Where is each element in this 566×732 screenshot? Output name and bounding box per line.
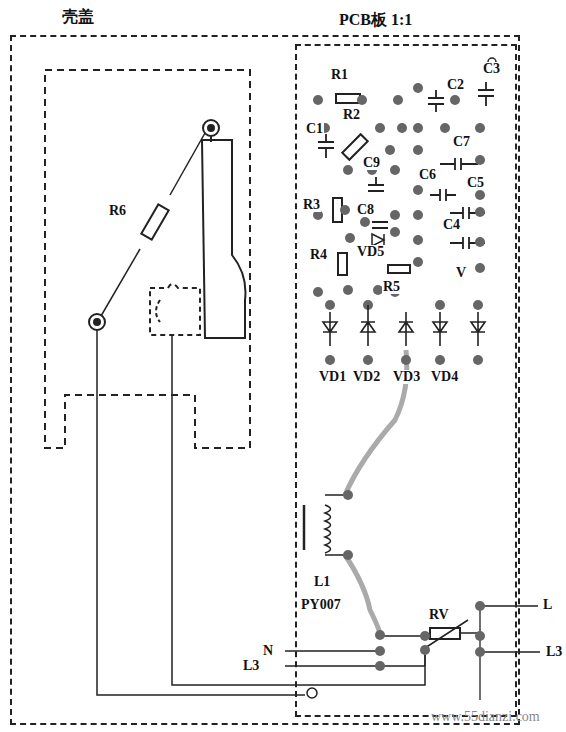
part-label: R5 (382, 280, 401, 294)
solder-pad (313, 287, 323, 297)
resistor-symbol (141, 204, 168, 239)
solder-pad (393, 95, 403, 105)
solder-pad (343, 165, 353, 175)
part-label: R6 (108, 204, 127, 218)
solder-pad (325, 300, 335, 310)
solder-pad (473, 355, 483, 365)
solder-pad (413, 210, 423, 220)
solder-pad (385, 145, 395, 155)
solder-pad (390, 165, 400, 175)
solder-pad (357, 95, 367, 105)
solder-pad (475, 601, 485, 611)
part-label: L3 (242, 659, 260, 673)
solder-pad (435, 300, 445, 310)
solder-pad (440, 123, 450, 133)
part-label: VD5 (356, 245, 385, 259)
part-label: C9 (362, 156, 381, 170)
solder-pad (475, 190, 485, 200)
solder-pad (413, 185, 423, 195)
part-label: VD2 (352, 370, 381, 384)
diode-symbol (361, 305, 375, 346)
solder-pad (413, 145, 423, 155)
solder-pad (475, 123, 485, 133)
solder-pad (375, 123, 385, 133)
solder-pad (390, 227, 400, 237)
part-label: C4 (442, 218, 461, 232)
solder-pad (340, 205, 350, 215)
part-label: L3 (545, 645, 563, 659)
lamp-compartment (45, 70, 250, 448)
solder-pad (401, 355, 411, 365)
inductor-coil (325, 505, 331, 553)
part-label: C2 (446, 78, 465, 92)
solder-pad (413, 257, 423, 267)
solder-pad (375, 661, 385, 671)
resistor-symbol (388, 265, 410, 273)
solder-pad (413, 83, 423, 93)
part-label: C1 (305, 122, 324, 136)
resistor-symbol (336, 94, 360, 103)
part-label: R3 (302, 198, 321, 212)
part-label: VD4 (430, 370, 459, 384)
solder-pad (435, 355, 445, 365)
solder-pad (475, 263, 485, 273)
watermark: www.55dianzi.com (430, 710, 541, 724)
terminal (89, 314, 105, 330)
part-label: C3 (482, 62, 501, 76)
solder-pad (475, 631, 485, 641)
wire (97, 330, 305, 695)
solder-pad (313, 95, 323, 105)
lamp-socket (150, 284, 200, 335)
resistor-symbol (338, 253, 347, 275)
solder-pad (450, 95, 460, 105)
part-label: C6 (418, 168, 437, 182)
heading: PCB板 1:1 (339, 10, 412, 31)
part-label: L1 (313, 575, 331, 589)
part-label: C8 (356, 203, 375, 217)
solder-pad (413, 123, 423, 133)
solder-pad (397, 123, 407, 133)
solder-pad (343, 285, 353, 295)
capacitor-symbols (318, 82, 494, 249)
part-label: RV (428, 608, 450, 622)
diode-symbols (323, 312, 485, 346)
solder-pad (345, 233, 355, 243)
part-label: C5 (466, 176, 485, 190)
part-label: R2 (342, 108, 361, 122)
solder-pad (475, 647, 485, 657)
solder-pad (343, 550, 353, 560)
solder-pad (475, 207, 485, 217)
heading: 壳盖 (62, 7, 94, 28)
solder-pad (413, 235, 423, 245)
solder-pad (360, 217, 370, 227)
part-label: V (455, 266, 467, 280)
varistor-symbol (430, 628, 460, 639)
solder-pad (325, 355, 335, 365)
solder-pad (390, 210, 400, 220)
solder-pad (420, 631, 430, 641)
solder-pad (363, 355, 373, 365)
part-label: C7 (452, 135, 471, 149)
part-label: VD1 (318, 370, 347, 384)
part-label: N (262, 644, 274, 658)
part-label: R1 (330, 68, 349, 82)
solder-pad (420, 645, 430, 655)
part-label: VD3 (392, 370, 421, 384)
neon-tube (202, 140, 245, 338)
part-label: PY007 (300, 598, 342, 612)
solder-pad (343, 490, 353, 500)
solder-pad (475, 155, 485, 165)
part-label: R4 (309, 248, 328, 262)
solder-pad (475, 237, 485, 247)
wire (172, 335, 425, 685)
solder-pad (473, 300, 483, 310)
solder-pad (375, 630, 385, 640)
part-label: L (542, 598, 553, 612)
solder-pad (375, 646, 385, 656)
